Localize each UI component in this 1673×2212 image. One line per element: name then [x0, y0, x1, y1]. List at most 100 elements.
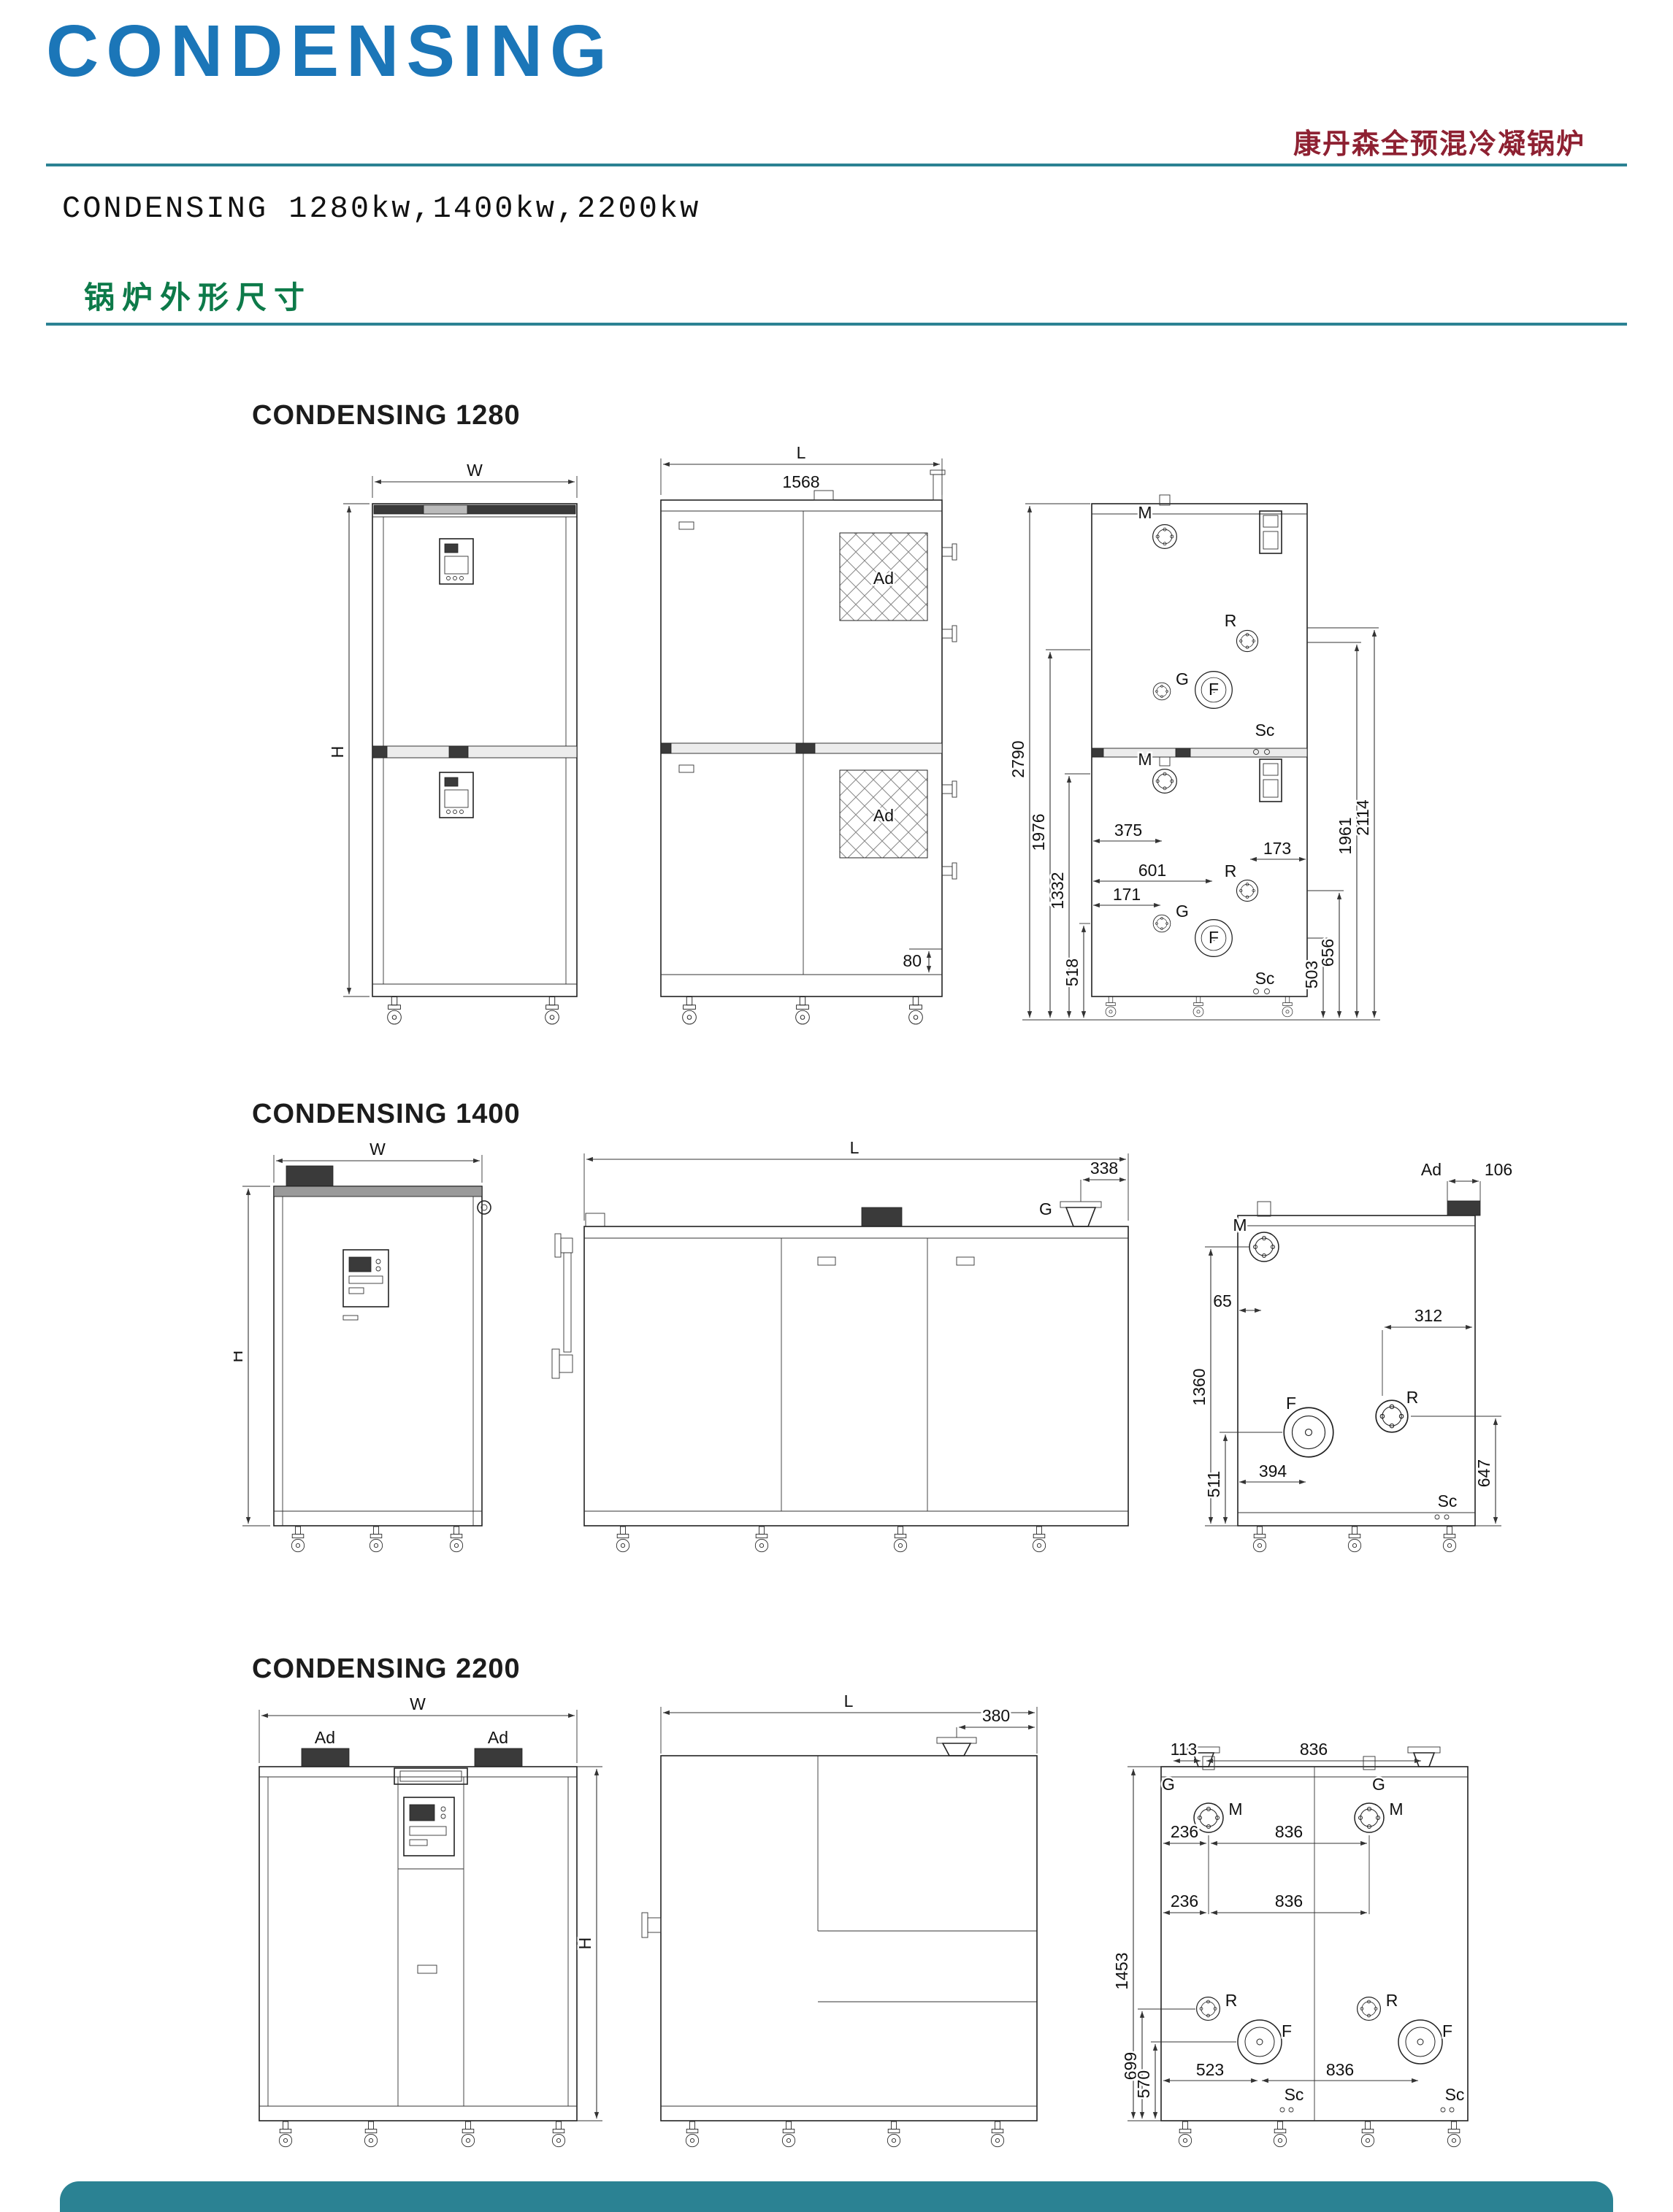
- dim-label-375: 375: [1114, 821, 1142, 840]
- caster-foot: [685, 2121, 700, 2148]
- caster-foot: [1032, 1526, 1046, 1553]
- dim-l-1400-side: L: [583, 1137, 1129, 1221]
- dim-label-h: H: [328, 746, 347, 759]
- dim-label-171: 171: [1113, 885, 1141, 904]
- cabinet-1400-side: [583, 1207, 1129, 1526]
- caster-foot: [291, 1526, 305, 1553]
- dim-394: 394: [1239, 1460, 1306, 1485]
- dim-label-1568: 1568: [782, 472, 819, 491]
- port-r-flange: [1195, 1996, 1221, 2021]
- port-label-g: G: [1039, 1199, 1052, 1218]
- dim-label-1961: 1961: [1336, 817, 1355, 854]
- caster-foot: [616, 1526, 630, 1553]
- dim-label-523: 523: [1196, 2060, 1224, 2079]
- view-2200-back: G G 113 836 M M 236 836 236 836 1453 R R…: [1111, 1738, 1469, 2148]
- dim-w-2200-front: W: [259, 1693, 578, 1763]
- cabinet-1280-front: [372, 503, 578, 997]
- dim-label-l: L: [850, 1138, 860, 1157]
- caster-foot: [449, 1526, 464, 1553]
- dims-bottom: 699 570 523 836: [1119, 2008, 1418, 2119]
- dim-label-503: 503: [1302, 961, 1321, 988]
- cabinet-1280-back: [1022, 503, 1380, 1021]
- port-r-flange: [1236, 879, 1259, 902]
- left-pipe: [641, 1912, 662, 1938]
- dim-label-236: 236: [1171, 1892, 1198, 1910]
- dims-top: 113 836: [1168, 1738, 1421, 1764]
- dim-h-1400-front: H: [234, 1186, 270, 1526]
- port-m: M: [1231, 1201, 1279, 1262]
- dim-label-2114: 2114: [1353, 799, 1372, 836]
- cabinet-2200-front: [259, 1748, 578, 2121]
- port-r-flange: [1356, 1996, 1382, 2021]
- dim-label-1360: 1360: [1190, 1368, 1209, 1405]
- caster-foot: [908, 996, 923, 1025]
- view-1400-back: Ad 106 M 65 312 1360 F R 394 511 647: [1188, 1159, 1515, 1553]
- air-duct-label: Ad: [873, 806, 894, 825]
- port-label-f: F: [1442, 2021, 1452, 2040]
- left-pipes: [551, 1233, 573, 1379]
- dim-label-836: 836: [1275, 1892, 1303, 1910]
- caster-foot: [887, 2121, 901, 2148]
- dim-w-1280-front: W: [372, 460, 578, 498]
- port-r-flange: [1236, 629, 1259, 653]
- dim-312: 312: [1382, 1305, 1472, 1396]
- brand-logo: CONDENSING: [46, 10, 614, 92]
- heat-exchanger-upper: Ad: [839, 532, 928, 621]
- port-label-g: G: [1176, 669, 1189, 688]
- caster-foot: [990, 2121, 1005, 2148]
- dim-label-699: 699: [1121, 2052, 1140, 2080]
- port-label-sc: Sc: [1438, 1491, 1458, 1510]
- dims-mid: 236 836 236 836: [1163, 1821, 1370, 1916]
- dim-1360: 1360: [1188, 1246, 1249, 1526]
- dim-label-h: H: [234, 1351, 246, 1363]
- top-funnel: [936, 1737, 977, 1756]
- caster-foot: [1252, 1526, 1267, 1553]
- dim-label-l: L: [844, 1691, 854, 1710]
- caster-foot: [1192, 996, 1204, 1018]
- port-label-m: M: [1228, 1800, 1242, 1819]
- caster-foot: [1273, 2121, 1287, 2148]
- view-2200-side: L 380: [641, 1690, 1038, 2148]
- dim-label-w: W: [467, 461, 483, 480]
- dim-label-65: 65: [1213, 1291, 1232, 1310]
- dim-label-836: 836: [1326, 2060, 1354, 2079]
- side-pipe-stubs: [941, 543, 957, 880]
- cabinet-1400-back: [1237, 1215, 1476, 1526]
- port-g-flange: [1152, 682, 1171, 701]
- ports-m: M M: [1193, 1756, 1405, 1833]
- caster-foot: [461, 2121, 475, 2148]
- port-label-g: G: [1176, 902, 1189, 921]
- dim-label-l: L: [797, 443, 806, 462]
- port-r-flange: [1375, 1399, 1409, 1433]
- port-g-flange: [1152, 914, 1171, 933]
- dim-l-1280-side: L 1568: [660, 442, 943, 495]
- dim-label-h: H: [575, 1938, 594, 1950]
- air-duct-label: Ad: [488, 1728, 508, 1747]
- title-condensing-1280: CONDENSING 1280: [252, 400, 521, 431]
- brand-tagline-cn: 康丹森全预混冷凝锅炉: [1293, 128, 1585, 160]
- dims-right-1280-back: 503 656 1961 2114: [1301, 627, 1379, 1018]
- cabinet-1400-front: [273, 1165, 491, 1526]
- dim-label-236: 236: [1171, 1822, 1198, 1841]
- dim-l-2200-side: L: [660, 1690, 1038, 1754]
- dim-h-2200-front: H: [574, 1766, 602, 2121]
- view-1400-front: W H: [234, 1138, 491, 1553]
- dim-label-w: W: [410, 1694, 426, 1713]
- control-panel-lower: [439, 772, 474, 818]
- dim-label-106: 106: [1485, 1160, 1512, 1179]
- caster-foot: [1347, 1526, 1362, 1553]
- caster-foot: [893, 1526, 908, 1553]
- caster-foot: [364, 2121, 378, 2148]
- port-label-r: R: [1406, 1388, 1419, 1407]
- dim-380: 380: [956, 1705, 1035, 1737]
- port-label-sc: Sc: [1445, 2085, 1465, 2104]
- view-1280-back: M R G F Sc M 375 173 R 601 171 G F Sc 27…: [1007, 494, 1380, 1021]
- port-f-flange: [1237, 2019, 1282, 2065]
- port-label-f: F: [1286, 1394, 1296, 1413]
- dim-label-338: 338: [1090, 1159, 1118, 1178]
- dim-w-1400-front: W: [273, 1138, 483, 1183]
- port-label-m: M: [1138, 750, 1152, 769]
- title-condensing-2200: CONDENSING 2200: [252, 1654, 521, 1684]
- dim-647: 647: [1411, 1416, 1501, 1526]
- caster-foot: [1105, 996, 1117, 1018]
